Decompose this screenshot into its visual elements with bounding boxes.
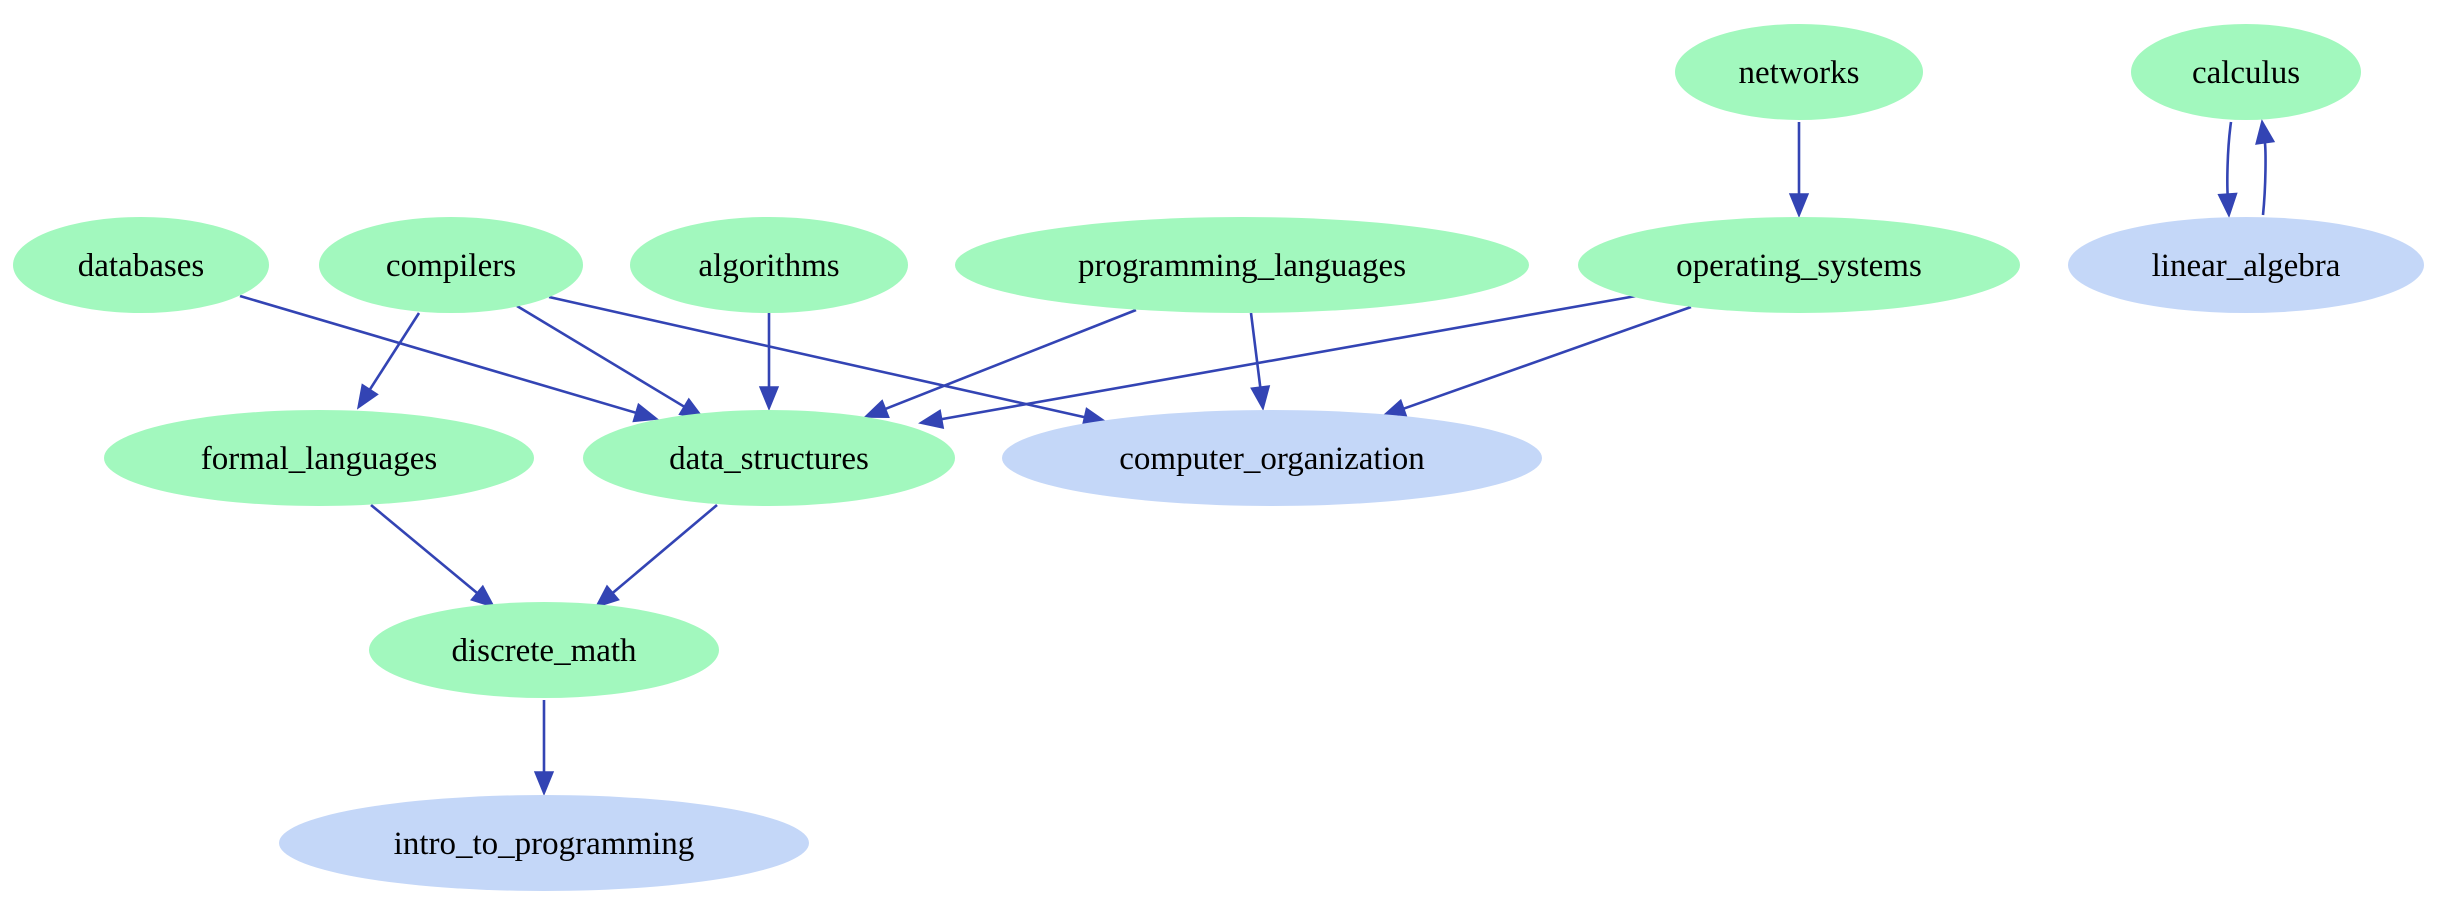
edge-line bbox=[939, 294, 1637, 421]
node-data-structures: data_structures bbox=[583, 410, 955, 506]
edge-line bbox=[516, 304, 687, 409]
edge-line bbox=[239, 294, 639, 415]
arrowhead-icon bbox=[1788, 193, 1810, 218]
arrowhead-icon bbox=[758, 386, 780, 411]
node-ellipse bbox=[319, 217, 583, 313]
edge-line bbox=[370, 503, 480, 596]
node-operating-systems: operating_systems bbox=[1578, 217, 2020, 313]
arrowhead-icon bbox=[2255, 119, 2276, 145]
node-label: data_structures bbox=[669, 441, 869, 477]
node-discrete-math: discrete_math bbox=[369, 602, 719, 698]
node-ellipse bbox=[369, 602, 719, 698]
edge-data_structures-to-discrete_math bbox=[594, 504, 718, 609]
arrowhead-icon bbox=[594, 584, 620, 609]
node-programming-languages: programming_languages bbox=[955, 217, 1529, 313]
node-networks: networks bbox=[1675, 24, 1923, 120]
node-label: linear_algebra bbox=[2152, 248, 2341, 284]
arrowhead-icon bbox=[863, 399, 890, 419]
edge-formal_languages-to-discrete_math bbox=[370, 503, 496, 609]
arrowhead-icon bbox=[356, 383, 379, 410]
node-label: operating_systems bbox=[1676, 248, 1922, 284]
node-ellipse bbox=[1675, 24, 1923, 120]
edge-compilers-to-formal_languages bbox=[356, 312, 421, 410]
edge-line bbox=[367, 312, 421, 392]
edge-line bbox=[883, 308, 1137, 411]
edge-operating_systems-to-computer_organization bbox=[1381, 305, 1692, 418]
node-databases: databases bbox=[13, 217, 269, 313]
node-label: algorithms bbox=[698, 248, 839, 284]
arrowhead-icon bbox=[533, 771, 555, 796]
node-linear-algebra: linear_algebra bbox=[2068, 217, 2424, 313]
node-ellipse bbox=[2131, 24, 2361, 120]
node-label: intro_to_programming bbox=[394, 826, 695, 862]
node-formal-languages: formal_languages bbox=[104, 410, 534, 506]
node-label: networks bbox=[1739, 55, 1860, 91]
node-intro-to-programming: intro_to_programming bbox=[279, 795, 809, 891]
node-label: computer_organization bbox=[1119, 441, 1424, 477]
node-label: compilers bbox=[386, 248, 516, 284]
edge-networks-to-operating_systems bbox=[1788, 122, 1810, 218]
node-label: programming_languages bbox=[1078, 248, 1406, 284]
node-calculus: calculus bbox=[2131, 24, 2361, 120]
arrowhead-icon bbox=[470, 584, 496, 609]
node-ellipse bbox=[630, 217, 908, 313]
edge-databases-to-data_structures bbox=[239, 294, 659, 423]
node-ellipse bbox=[13, 217, 269, 313]
node-ellipse bbox=[955, 217, 1529, 313]
node-ellipse bbox=[1002, 410, 1542, 506]
node-compilers: compilers bbox=[319, 217, 583, 313]
edge-line bbox=[548, 295, 1087, 419]
edge-line bbox=[1249, 312, 1262, 390]
node-ellipse bbox=[2068, 217, 2424, 313]
node-algorithms: algorithms bbox=[630, 217, 908, 313]
edge-operating_systems-to-data_structures bbox=[918, 294, 1637, 429]
node-computer-organization: computer_organization bbox=[1002, 410, 1542, 506]
node-label: formal_languages bbox=[201, 441, 437, 477]
node-ellipse bbox=[583, 410, 955, 506]
node-ellipse bbox=[104, 410, 534, 506]
edge-line bbox=[1401, 305, 1692, 411]
edge-line bbox=[2226, 121, 2233, 197]
arrowhead-icon bbox=[918, 409, 945, 429]
edge-compilers-to-data_structures bbox=[516, 304, 705, 420]
arrowhead-icon bbox=[1250, 385, 1271, 411]
arrowhead-icon bbox=[2217, 192, 2238, 218]
edge-linear_algebra-to-calculus bbox=[2255, 119, 2276, 216]
arrowhead-icon bbox=[632, 402, 659, 423]
edge-layer bbox=[239, 119, 2276, 796]
edge-compilers-to-computer_organization bbox=[548, 295, 1108, 427]
edge-programming_languages-to-data_structures bbox=[863, 308, 1137, 419]
edge-line bbox=[610, 504, 718, 596]
edge-calculus-to-linear_algebra bbox=[2217, 121, 2238, 218]
node-ellipse bbox=[279, 795, 809, 891]
edge-discrete_math-to-intro_to_programming bbox=[533, 700, 555, 796]
node-label: discrete_math bbox=[451, 633, 637, 669]
node-label: calculus bbox=[2192, 55, 2300, 91]
node-ellipse bbox=[1578, 217, 2020, 313]
edge-line bbox=[2261, 140, 2267, 216]
edge-algorithms-to-data_structures bbox=[758, 313, 780, 411]
edge-programming_languages-to-computer_organization bbox=[1249, 312, 1271, 411]
node-layer: networks calculus databases compilers algori… bbox=[13, 24, 2424, 891]
node-label: databases bbox=[78, 248, 204, 284]
